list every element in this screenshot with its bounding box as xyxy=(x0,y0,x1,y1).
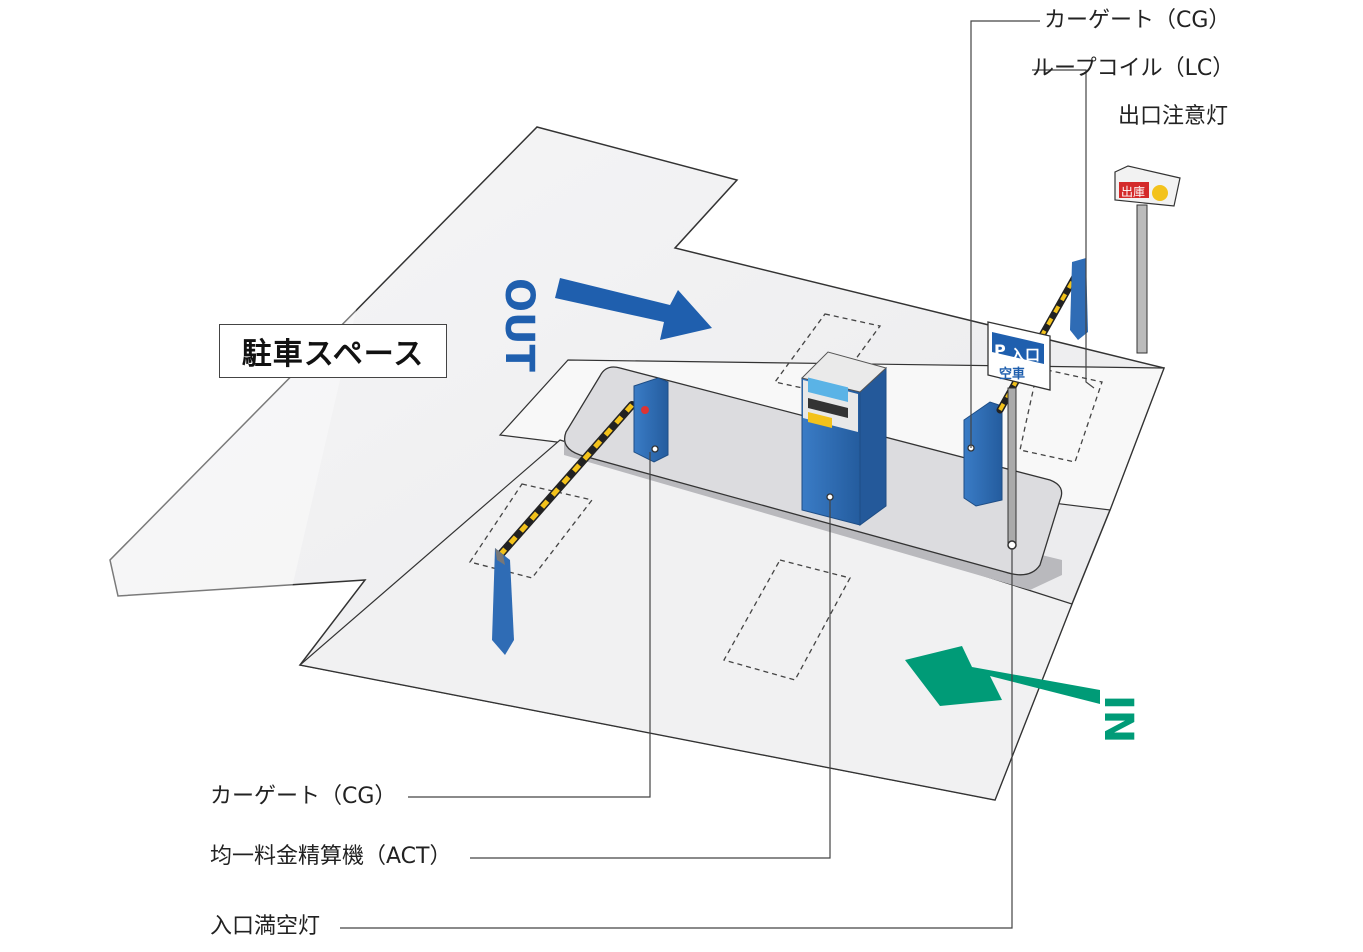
sign-p-label: P xyxy=(994,341,1006,360)
callout-entry-vacancy-light: 入口満空灯 xyxy=(210,914,321,939)
loop-coils xyxy=(468,313,1103,681)
callout-loop-coil: ループコイル（LC） xyxy=(1032,56,1235,81)
loop-coil-3 xyxy=(468,483,594,579)
out-arrow-label: OUT xyxy=(496,278,542,372)
parking-space-label: 駐車スペース xyxy=(219,324,447,378)
callout-car-gate-bottom: カーゲート（CG） xyxy=(210,784,397,809)
entry-vacancy-light: P 入口 空車 xyxy=(987,321,1051,550)
callout-car-gate-top: カーゲート（CG） xyxy=(1044,8,1231,33)
loop-coil-2 xyxy=(1019,367,1103,463)
exit-warning-light: 出庫 xyxy=(1114,165,1181,354)
out-arrow: OUT xyxy=(496,278,712,372)
leader-car-gate-bottom xyxy=(408,452,651,798)
floor-fade xyxy=(0,120,400,640)
leader-loop-coil xyxy=(1032,69,1095,389)
leader-pay-station xyxy=(470,500,831,859)
sign-status-label: 空車 xyxy=(999,366,1025,382)
in-arrow-label: IN xyxy=(1095,695,1141,743)
leader-lines xyxy=(340,20,1095,929)
callout-exit-warning-light: 出口注意灯 xyxy=(1118,104,1229,129)
callout-pay-station: 均一料金精算機（ACT） xyxy=(210,844,452,869)
in-arrow: IN xyxy=(905,646,1141,743)
pay-station-machine xyxy=(801,351,888,526)
exit-lamp-text: 出庫 xyxy=(1121,185,1145,199)
leader-car-gate-top xyxy=(970,20,1040,448)
loop-coil-1 xyxy=(773,313,882,395)
leader-entry-vacancy-light xyxy=(340,548,1013,929)
loop-coil-4 xyxy=(723,559,851,681)
sign-entry-label: 入口 xyxy=(1010,346,1040,364)
car-gate-left xyxy=(492,377,669,655)
